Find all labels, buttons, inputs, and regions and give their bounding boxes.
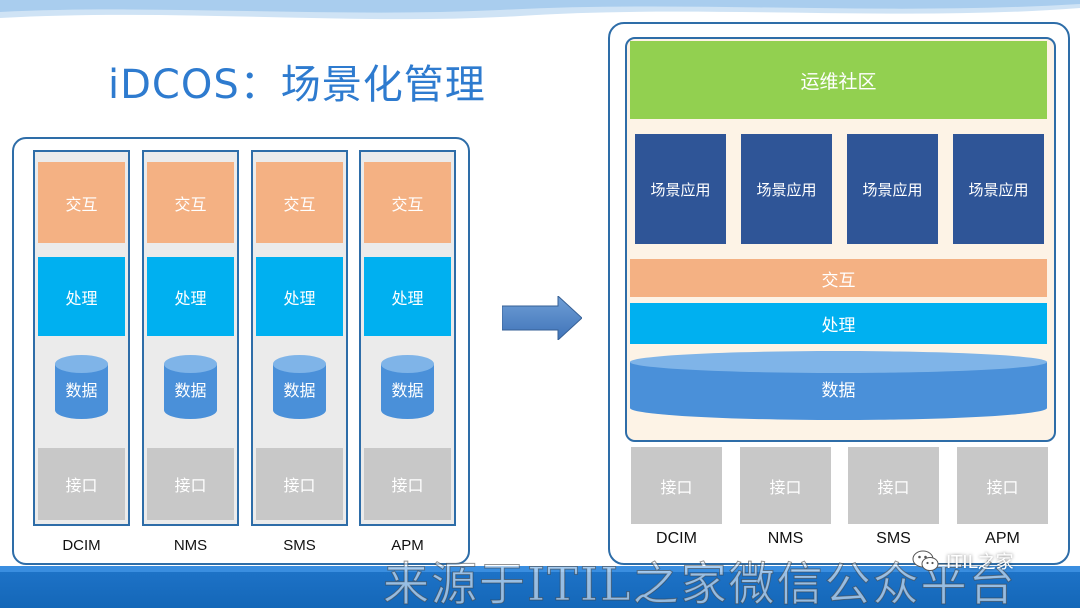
silo-column-dcim: 交互 处理 数据 接口 [33, 150, 130, 526]
interface-name-nms: NMS [767, 530, 804, 547]
silo-column-sms: 交互 处理 数据 接口 [251, 150, 348, 526]
data-cylinder: 数据 [272, 354, 327, 420]
interface-layer: 接口 [147, 448, 234, 520]
data-label: 数据 [65, 381, 98, 400]
interface-layer: 接口 [256, 448, 343, 520]
data-label: 数据 [283, 381, 316, 400]
right-arrow-icon [502, 296, 582, 340]
scene-app-3: 场景应用 [847, 134, 938, 244]
data-cylinder: 数据 [54, 354, 109, 420]
scene-app-4: 场景应用 [953, 134, 1044, 244]
column-name-dcim: DCIM [62, 537, 101, 554]
source-watermark: 来源于ITIL之家微信公众平台 [383, 557, 1017, 608]
interaction-layer: 交互 [256, 162, 343, 243]
interface-block-sms: 接口 [848, 447, 939, 524]
silo-column-apm: 交互 处理 数据 接口 [359, 150, 456, 526]
processing-layer: 处理 [364, 257, 451, 336]
interaction-layer: 交互 [364, 162, 451, 243]
scene-app-1: 场景应用 [635, 134, 726, 244]
footer-band [0, 566, 1080, 608]
data-label: 数据 [174, 381, 207, 400]
column-name-nms: NMS [173, 537, 208, 554]
data-label: 数据 [391, 381, 424, 400]
column-name-apm: APM [391, 537, 424, 554]
interface-layer: 接口 [364, 448, 451, 520]
shared-interaction-layer: 交互 [630, 259, 1047, 297]
interface-name-sms: SMS [876, 530, 911, 547]
interaction-layer: 交互 [38, 162, 125, 243]
interface-block-dcim: 接口 [631, 447, 722, 524]
wechat-badge: ITIL之家 [912, 547, 1014, 575]
data-cylinder: 数据 [163, 354, 218, 420]
processing-layer: 处理 [147, 257, 234, 336]
page-title: iDCOS：场景化管理 [108, 62, 486, 108]
shared-data-cylinder: 数据 [630, 350, 1047, 420]
data-cylinder: 数据 [380, 354, 435, 420]
silo-column-nms: 交互 处理 数据 接口 [142, 150, 239, 526]
interface-name-apm: APM [985, 530, 1020, 547]
wechat-badge-label: ITIL之家 [946, 552, 1014, 573]
shared-data-label: 数据 [821, 381, 856, 401]
scene-app-2: 场景应用 [741, 134, 832, 244]
processing-layer: 处理 [38, 257, 125, 336]
interface-block-nms: 接口 [740, 447, 831, 524]
column-name-sms: SMS [283, 537, 316, 554]
shared-processing-layer: 处理 [630, 303, 1047, 344]
footer-stripe [0, 566, 1080, 572]
interface-name-dcim: DCIM [656, 530, 697, 547]
interaction-layer: 交互 [147, 162, 234, 243]
top-wave-decoration [0, 0, 1080, 20]
ops-community-layer: 运维社区 [630, 41, 1047, 119]
interface-layer: 接口 [38, 448, 125, 520]
interface-block-apm: 接口 [957, 447, 1048, 524]
processing-layer: 处理 [256, 257, 343, 336]
wechat-icon [912, 550, 939, 571]
